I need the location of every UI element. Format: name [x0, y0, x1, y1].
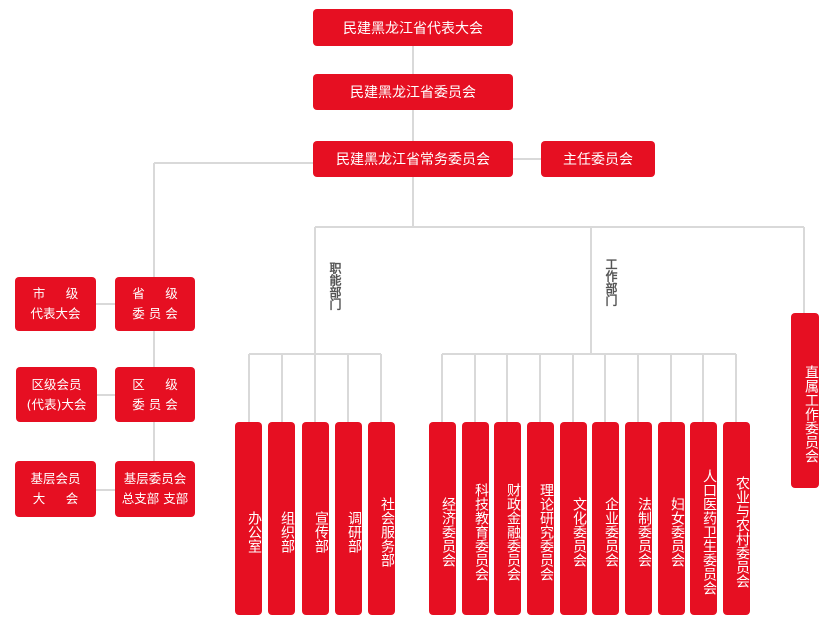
working-committee: 妇女委员会 [658, 422, 685, 615]
district-member-congress-box: 区级会员 (代表)大会 [16, 367, 97, 422]
district-committee-box: 区 级 委 员 会 [115, 367, 195, 422]
working-committee: 经济委员会 [429, 422, 456, 615]
working-committee: 科技教育委员会 [462, 422, 489, 615]
working-committee: 财政金融委员会 [494, 422, 521, 615]
functional-department: 社会服务部 [368, 422, 395, 615]
functional-departments-label: 职能部门 [328, 262, 342, 310]
working-committee: 文化委员会 [560, 422, 587, 615]
working-committee: 农业与农村委员会 [723, 422, 750, 615]
congress-box: 民建黑龙江省代表大会 [313, 9, 513, 46]
grassroots-member-congress-box: 基层会员 大 会 [15, 461, 96, 517]
working-committee: 法制委员会 [625, 422, 652, 615]
working-committee: 企业委员会 [592, 422, 619, 615]
working-departments-label: 工作部门 [604, 258, 618, 306]
grassroots-committee-box: 基层委员会 总支部 支部 [115, 461, 195, 517]
working-committee: 理论研究委员会 [527, 422, 554, 615]
functional-department: 宣传部 [302, 422, 329, 615]
city-congress-box: 市 级 代表大会 [15, 277, 96, 331]
functional-department: 调研部 [335, 422, 362, 615]
functional-department: 办公室 [235, 422, 262, 615]
direct-working-committee: 直属工作委员会 [791, 313, 819, 488]
provincial-committee-box: 省 级 委 员 会 [115, 277, 195, 331]
functional-department: 组织部 [268, 422, 295, 615]
chairs-box: 主任委员会 [541, 141, 655, 177]
committee-box: 民建黑龙江省委员会 [313, 74, 513, 110]
working-committee: 人口医药卫生委员会 [690, 422, 717, 615]
standing-committee-box: 民建黑龙江省常务委员会 [313, 141, 513, 177]
